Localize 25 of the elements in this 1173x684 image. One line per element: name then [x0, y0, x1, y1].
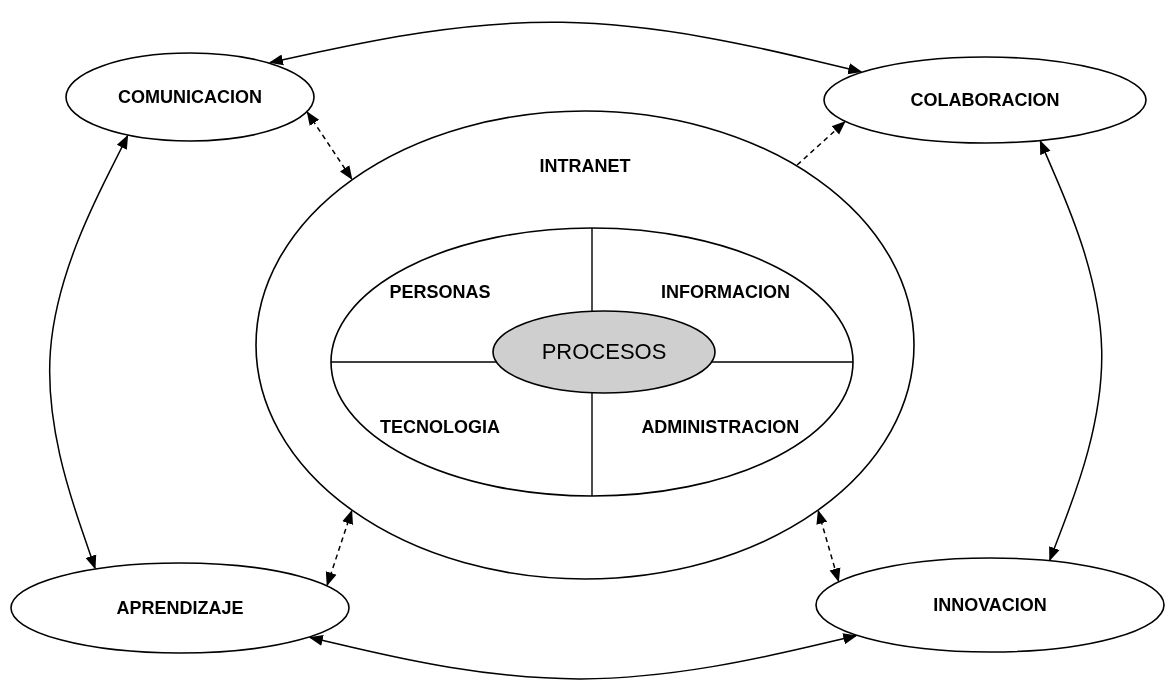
double-arrow [48, 134, 129, 570]
node-label: INFORMACION [661, 281, 791, 303]
arrow [796, 121, 846, 166]
ellipse-node [815, 557, 1165, 653]
node-label: COMUNICACION [118, 86, 262, 108]
double-arrow [816, 509, 841, 583]
node-label: PERSONAS [389, 281, 491, 303]
node-label: PROCESOS [541, 339, 667, 365]
double-arrow [1039, 140, 1103, 562]
ellipse-node [823, 56, 1147, 144]
ellipse-node [255, 110, 915, 580]
double-arrow [306, 111, 353, 180]
node-label: ADMINISTRACION [641, 416, 800, 438]
ellipse-node [65, 52, 315, 142]
node-label: INNOVACION [933, 594, 1047, 616]
ellipse-node [10, 562, 350, 654]
node-label: INTRANET [539, 155, 631, 177]
node-label: APRENDIZAJE [116, 597, 244, 619]
node-label: COLABORACION [910, 89, 1060, 111]
ellipse-node [330, 227, 854, 497]
double-arrow [269, 21, 863, 75]
node-label: TECNOLOGIA [380, 416, 501, 438]
double-arrow [308, 633, 858, 680]
double-arrow [325, 509, 353, 587]
shaded-ellipse-node [492, 310, 716, 394]
